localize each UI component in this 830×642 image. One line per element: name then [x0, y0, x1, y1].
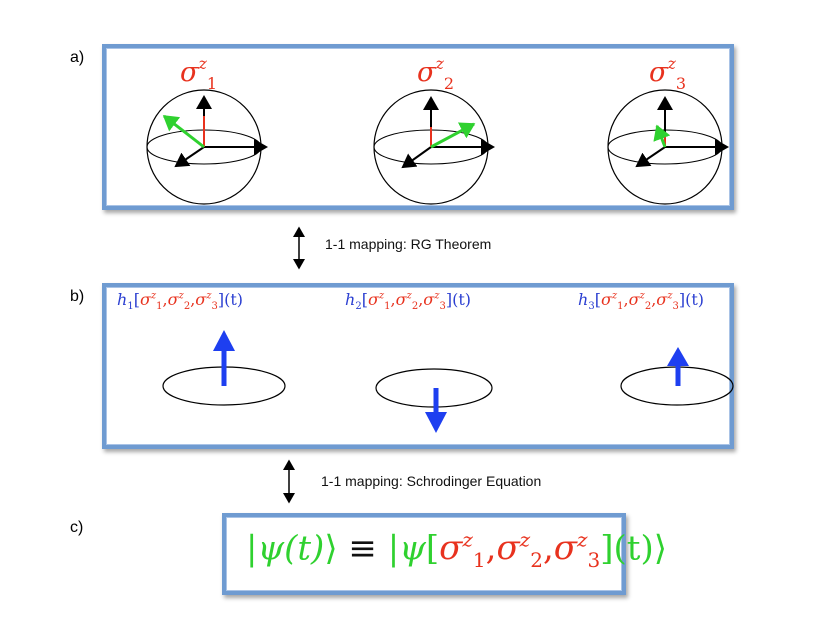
mapping-label-schrodinger: 1-1 mapping: Schrodinger Equation — [321, 473, 542, 489]
mapping-label-rg: 1-1 mapping: RG Theorem — [325, 236, 492, 252]
field-label-1: h1[σz1,σz2,σz3](t) — [117, 290, 244, 313]
spin-vector — [430, 122, 476, 149]
panel-b-box — [102, 283, 734, 449]
field-label-3: h3[σz1,σz2,σz3](t) — [578, 290, 705, 313]
spin-label-3: σz3 — [649, 54, 687, 94]
spin-vector — [653, 124, 671, 148]
spin-label-1: σz1 — [180, 54, 218, 94]
panel-letter-b: b) — [70, 288, 85, 305]
bloch-sphere-3 — [607, 89, 729, 205]
spin-vector — [162, 114, 205, 149]
panel-letter-a: a) — [70, 49, 85, 66]
wavefunction-equation: |ψ(t)⟩ ≡ |ψ[σz1,σz2,σz3](t)⟩ — [246, 528, 667, 573]
x-axis-arrow — [174, 146, 205, 168]
field-label-2: h2[σz1,σz2,σz3](t) — [345, 290, 472, 313]
field-arrow-3 — [667, 347, 689, 386]
field-arrow-2 — [425, 388, 447, 433]
x-axis-arrow — [635, 146, 666, 168]
panel-letter-c: c) — [70, 519, 84, 536]
field-arrow-1 — [213, 330, 235, 386]
bloch-sphere-2 — [373, 89, 495, 205]
bloch-sphere-1 — [146, 89, 268, 205]
x-axis-arrow — [401, 146, 432, 169]
spin-label-2: σz2 — [417, 54, 455, 94]
